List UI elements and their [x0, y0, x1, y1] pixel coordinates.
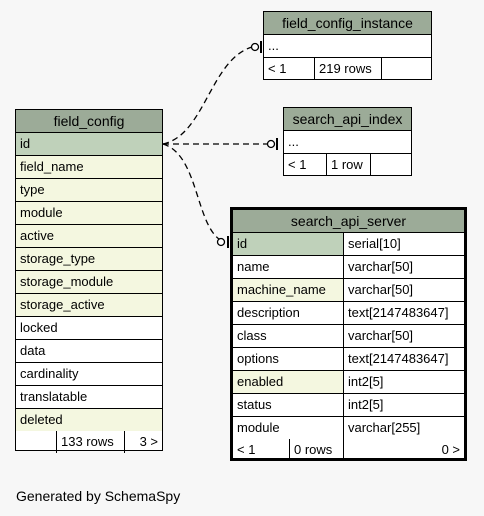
table-row: module varchar[255] [233, 417, 464, 439]
row-count: 1 row [326, 154, 370, 176]
table-row: data [16, 340, 162, 363]
column-name: cardinality [20, 366, 79, 381]
table-title[interactable]: search_api_index [284, 108, 411, 131]
table-row: storage_type [16, 248, 162, 271]
table-stats-row: < 1 1 row [284, 154, 411, 176]
column-name: options [237, 351, 279, 366]
column-type: varchar[50] [343, 256, 464, 278]
table-row: translatable [16, 386, 162, 409]
column-name: enabled [233, 371, 343, 393]
column-name: data [20, 343, 46, 358]
table-row: module [16, 202, 162, 225]
link-field-config-instance [162, 46, 253, 145]
column-name: storage_module [16, 271, 162, 293]
column-type: text[2147483647] [343, 348, 464, 370]
link-end-circle [250, 42, 260, 52]
link-end-circle [216, 237, 226, 247]
column-name: id [233, 233, 343, 255]
column-type: serial[10] [343, 233, 464, 255]
parents-count: < 1 [237, 442, 256, 457]
table-row: status int2[5] [233, 394, 464, 417]
table-row: locked [16, 317, 162, 340]
column-name: field_name [16, 156, 162, 178]
column-type: int2[5] [343, 394, 464, 416]
column-name: deleted [16, 409, 162, 431]
table-row: active [16, 225, 162, 248]
column-type: varchar[50] [343, 325, 464, 347]
column-name: description [237, 305, 300, 320]
children-count: 0 > [343, 439, 464, 461]
table-row: type [16, 179, 162, 202]
parents-count [16, 431, 56, 453]
column-name: id [16, 133, 162, 155]
column-type: varchar[50] [343, 279, 464, 301]
column-name: status [237, 397, 272, 412]
table-field-config-instance[interactable]: field_config_instance ... < 1 219 rows [263, 11, 432, 80]
children-count [370, 154, 411, 176]
parents-count: < 1 [268, 61, 287, 76]
table-row: cardinality [16, 363, 162, 386]
column-name: storage_type [16, 248, 162, 270]
table-row: storage_active [16, 294, 162, 317]
column-name: machine_name [233, 279, 343, 301]
column-name: active [16, 225, 162, 247]
column-name: storage_active [16, 294, 162, 316]
table-row: ... [264, 35, 431, 58]
row-count: 0 rows [289, 439, 343, 461]
table-row: class varchar[50] [233, 325, 464, 348]
table-row: storage_module [16, 271, 162, 294]
table-row: ... [284, 131, 411, 154]
column-name: translatable [20, 389, 88, 404]
table-row: deleted [16, 409, 162, 431]
column-name: ... [268, 38, 279, 53]
column-name: module [16, 202, 162, 224]
table-stats-row: < 1 219 rows [264, 58, 431, 80]
table-row: options text[2147483647] [233, 348, 464, 371]
column-type: int2[5] [343, 371, 464, 393]
table-row: name varchar[50] [233, 256, 464, 279]
column-name: class [237, 328, 267, 343]
column-name: ... [288, 134, 299, 149]
table-title[interactable]: field_config_instance [264, 12, 431, 35]
parents-count: < 1 [288, 157, 307, 172]
link-search-api-server [162, 143, 225, 243]
column-name: name [237, 259, 270, 274]
column-type: varchar[255] [343, 417, 464, 439]
column-name: locked [20, 320, 58, 335]
column-name: type [16, 179, 162, 201]
column-type: text[2147483647] [343, 302, 464, 324]
column-name: module [237, 420, 280, 435]
table-title[interactable]: field_config [16, 110, 162, 133]
table-row: id [16, 133, 162, 156]
children-count [381, 58, 431, 80]
row-count: 133 rows [56, 431, 124, 453]
children-count: 3 > [124, 431, 162, 453]
link-end-circle [266, 139, 276, 149]
table-title[interactable]: search_api_server [233, 210, 464, 233]
table-stats-row: < 1 0 rows 0 > [233, 439, 464, 461]
table-stats-row: 133 rows 3 > [16, 431, 162, 453]
table-row: field_name [16, 156, 162, 179]
row-count: 219 rows [314, 58, 381, 80]
table-row: description text[2147483647] [233, 302, 464, 325]
footer-text: Generated by SchemaSpy [16, 488, 181, 504]
table-search-api-index[interactable]: search_api_index ... < 1 1 row [283, 107, 412, 176]
